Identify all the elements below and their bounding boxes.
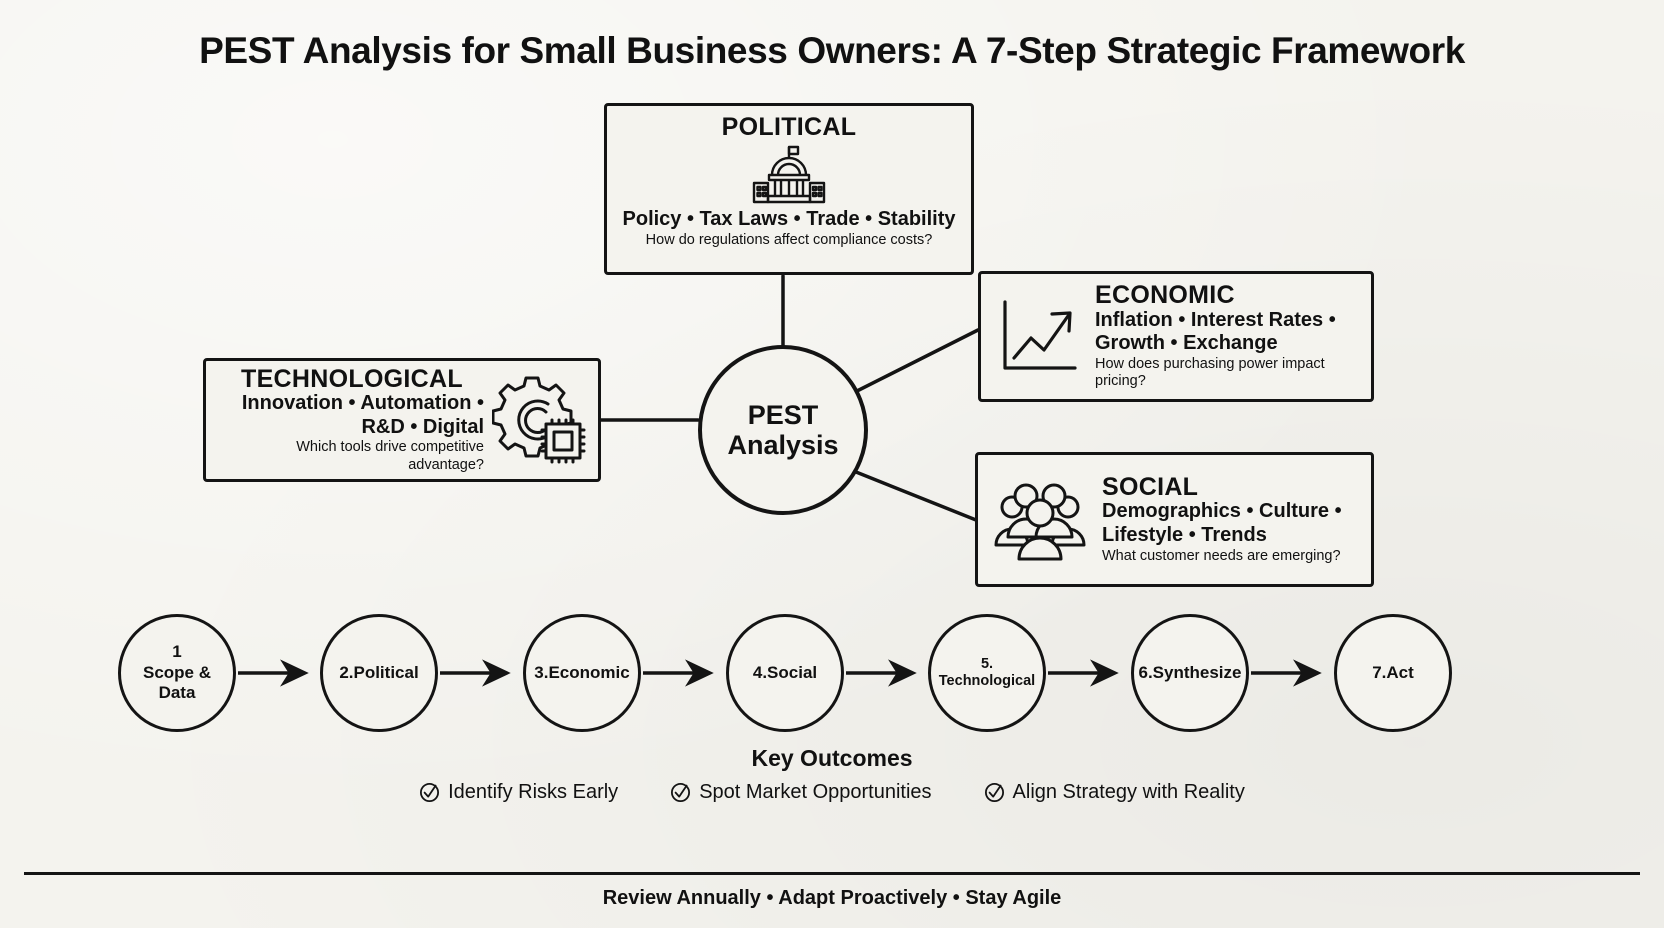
quadrant-political[interactable]: POLITICAL xyxy=(604,103,974,275)
quadrant-technological-question: Which tools drive competitive advantage? xyxy=(296,439,484,473)
quadrant-political-question: How do regulations affect compliance cos… xyxy=(645,231,933,248)
step-circle-5[interactable]: 5. Technological xyxy=(928,614,1046,732)
hub-label: PEST Analysis xyxy=(727,400,838,460)
key-outcomes-title: Key Outcomes xyxy=(751,745,913,771)
gear-chip-icon xyxy=(492,372,588,468)
step-circle-1[interactable]: 1 Scope & Data xyxy=(118,614,236,732)
outcome-label: Identify Risks Early xyxy=(448,781,619,803)
step-label-6: 6.Synthesize xyxy=(1138,662,1242,682)
quadrant-political-title: POLITICAL xyxy=(721,113,857,141)
quadrant-technological-title: TECHNOLOGICAL xyxy=(241,364,463,393)
quadrant-technological[interactable]: TECHNOLOGICAL Innovation • Automation • … xyxy=(203,358,601,482)
check-circle-icon xyxy=(984,782,1005,803)
pest-analysis-hub[interactable]: PEST Analysis xyxy=(698,345,868,515)
key-outcomes-list: Identify Risks Early Spot Market Opportu… xyxy=(0,781,1664,804)
connector-hub-social xyxy=(854,470,978,522)
quadrant-economic-keywords-line1: Inflation • Interest Rates • xyxy=(1095,308,1336,331)
quadrant-economic-title: ECONOMIC xyxy=(1095,281,1235,310)
outcome-item: Align Strategy with Reality xyxy=(984,781,1245,804)
step-label-5: 5. Technological xyxy=(938,655,1036,689)
people-group-icon xyxy=(992,477,1088,563)
step-circle-7[interactable]: 7.Act xyxy=(1334,614,1452,732)
quadrant-political-keywords: Policy • Tax Laws • Trade • Stability xyxy=(622,208,956,231)
step-circle-6[interactable]: 6.Synthesize xyxy=(1131,614,1249,732)
outcome-label: Align Strategy with Reality xyxy=(1012,781,1245,803)
hub-label-line2: Analysis xyxy=(727,430,839,460)
footer-tagline: Review Annually • Adapt Proactively • St… xyxy=(602,887,1062,909)
step-label-3: 3.Economic xyxy=(534,662,630,682)
quadrant-economic-keywords-line2: Growth • Exchange xyxy=(1095,332,1278,355)
step-circle-2[interactable]: 2.Political xyxy=(320,614,438,732)
quadrant-economic-question: How does purchasing power impact pricing… xyxy=(1095,355,1325,390)
check-circle-icon xyxy=(670,782,691,803)
quadrant-social-keywords-line1: Demographics • Culture • xyxy=(1102,500,1342,523)
quadrant-social-keywords-line2: Lifestyle • Trends xyxy=(1102,523,1267,546)
step-circle-4[interactable]: 4.Social xyxy=(726,614,844,732)
quadrant-technological-keywords-line2: R&D • Digital xyxy=(361,415,484,438)
outcome-label: Spot Market Opportunities xyxy=(699,781,932,803)
quadrant-social-title: SOCIAL xyxy=(1102,473,1199,502)
step-label-2: 2.Political xyxy=(339,662,419,682)
quadrant-social[interactable]: SOCIAL Demographics • Culture • Lifestyl… xyxy=(975,452,1374,587)
quadrant-economic[interactable]: ECONOMIC Inflation • Interest Rates • Gr… xyxy=(978,271,1374,402)
connector-hub-economic xyxy=(853,328,980,394)
government-building-icon xyxy=(750,144,828,206)
hub-label-line1: PEST xyxy=(747,399,819,430)
quadrant-social-question: What customer needs are emerging? xyxy=(1102,547,1341,564)
step-label-1: 1 Scope & Data xyxy=(142,642,212,703)
quadrant-technological-keywords-line1: Innovation • Automation • xyxy=(241,392,484,415)
step-circle-3[interactable]: 3.Economic xyxy=(523,614,641,732)
outcome-item: Identify Risks Early xyxy=(419,781,618,804)
step-label-4: 4.Social xyxy=(752,662,818,682)
step-label-7: 7.Act xyxy=(1372,662,1414,682)
footer-divider xyxy=(24,872,1640,875)
key-outcomes-section: Key Outcomes Identify Risks Early xyxy=(0,745,1664,804)
page-title: PEST Analysis for Small Business Owners:… xyxy=(199,30,1465,71)
check-circle-icon xyxy=(419,782,440,803)
process-steps: 1 Scope & Data 2.Political 3.Economic 4.… xyxy=(0,612,1664,738)
growth-chart-icon xyxy=(995,296,1081,378)
outcome-item: Spot Market Opportunities xyxy=(670,781,932,804)
step-arrows xyxy=(238,659,1322,687)
